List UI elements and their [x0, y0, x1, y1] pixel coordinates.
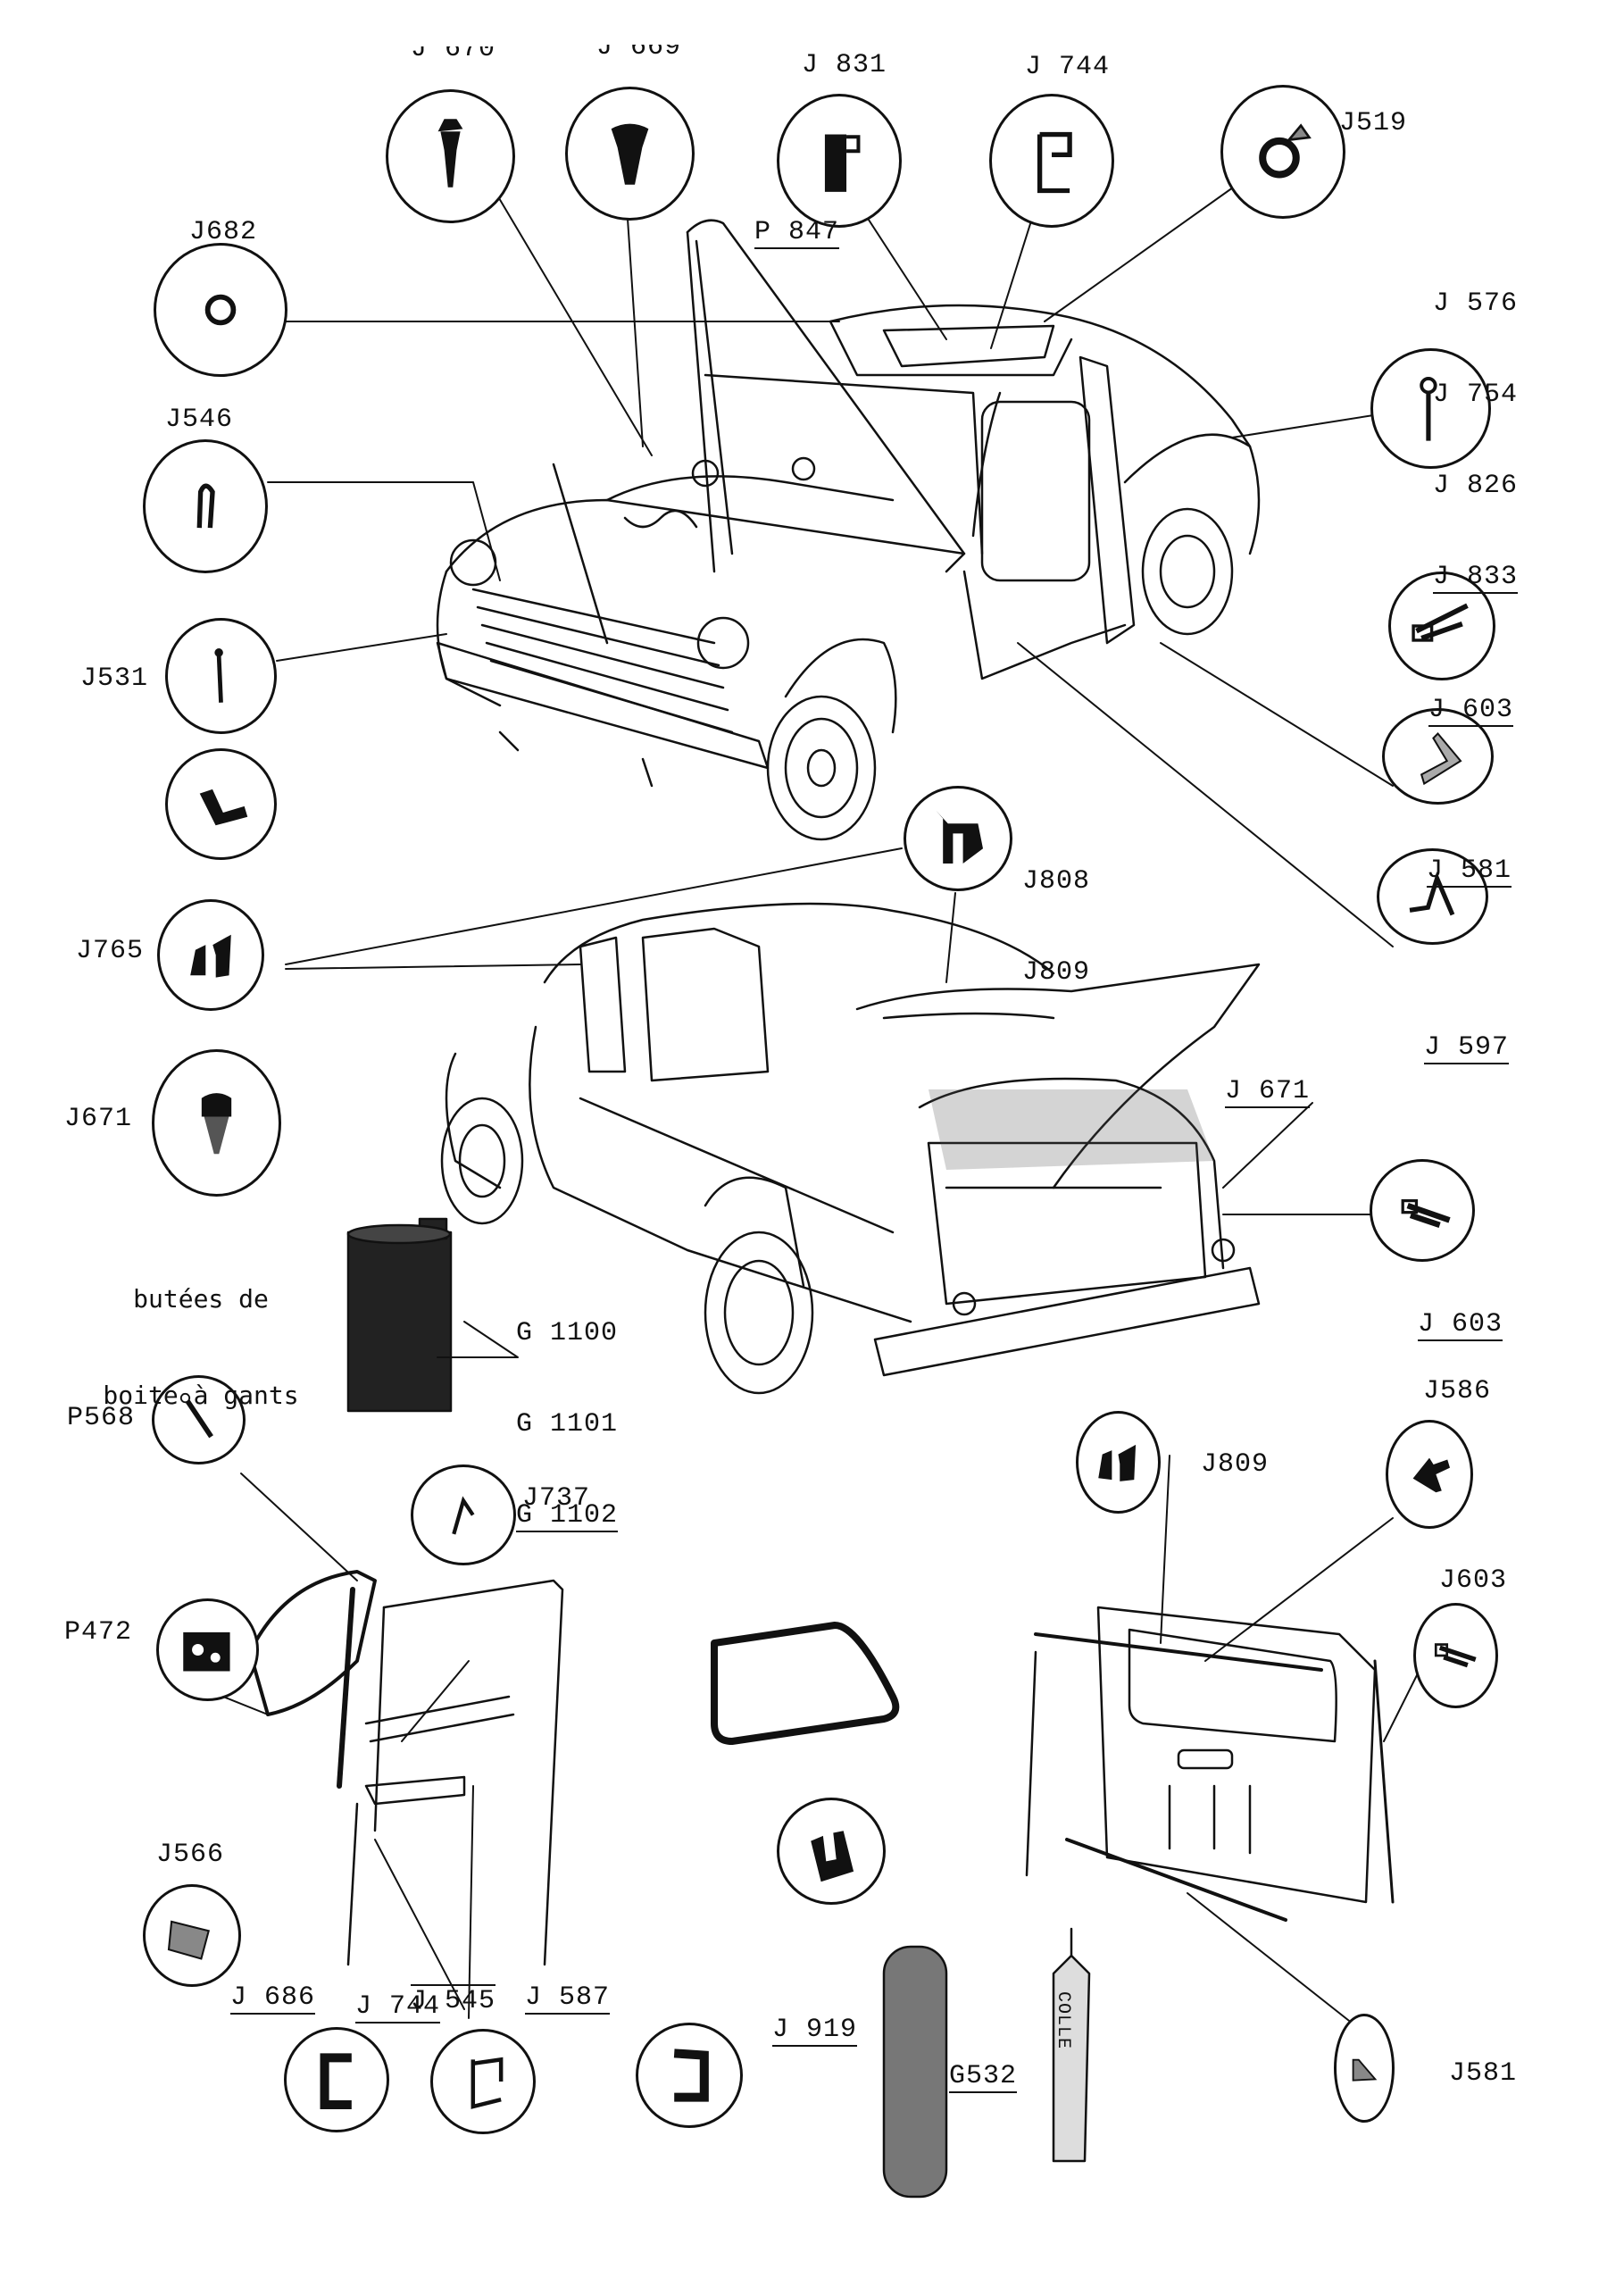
callout-j597[interactable] [1377, 848, 1488, 945]
label-j919: J 919 [772, 2015, 858, 2047]
glovebox-note-line1: butées de [133, 1284, 269, 1314]
label-j566: J566 [156, 1840, 225, 1870]
callout-p568[interactable] [152, 1375, 246, 1464]
label-j581-a: J 581 [1427, 855, 1512, 888]
callout-j587[interactable] [636, 2023, 743, 2128]
sponge-strip-illustration [882, 1945, 948, 2199]
callout-j519[interactable] [1220, 85, 1345, 219]
label-j531: J531 [80, 663, 149, 694]
rear-car-illustration [440, 902, 1261, 1395]
callout-j737[interactable] [411, 1464, 516, 1565]
callout-j686[interactable] [284, 2027, 389, 2132]
label-group-g1100-g1102: G 1100 G 1101 G 1102 [516, 1257, 619, 1563]
label-j737: J737 [522, 1483, 591, 1514]
glovebox-stops-note: butées de boite à gants [71, 1219, 330, 1444]
leader-lines [222, 160, 1429, 2028]
label-j826: J 826 [1433, 471, 1519, 501]
callout-j669[interactable] [565, 87, 695, 221]
label-g1100: G 1100 [516, 1318, 619, 1348]
label-j576: J 576 [1433, 288, 1519, 319]
label-j586: J586 [1423, 1376, 1492, 1406]
callout-j831[interactable] [777, 94, 902, 228]
label-g532: G532 [949, 2061, 1018, 2093]
label-group-j808-j809: J808 J809 [1022, 805, 1090, 1018]
label-j669: J 669 [596, 32, 682, 63]
callout-j603-b[interactable] [1370, 1159, 1475, 1262]
callout-j531[interactable] [165, 618, 277, 734]
callout-j670[interactable] [386, 89, 515, 223]
callout-j765[interactable] [157, 899, 264, 1011]
glovebox-note-line2: boite à gants [103, 1381, 299, 1410]
label-j833: J 833 [1433, 562, 1519, 594]
label-j686: J 686 [230, 1982, 316, 2015]
callout-j744-bottom[interactable] [430, 2029, 536, 2134]
label-j808: J808 [1022, 866, 1091, 897]
label-group-j576-j833: J 576 J 754 J 826 J 833 [1433, 228, 1519, 624]
label-j744-top: J 744 [1025, 52, 1111, 82]
label-j671: J671 [64, 1104, 133, 1134]
label-j545: J 545 [411, 1984, 496, 2016]
label-j765: J765 [76, 936, 145, 966]
quarter-window-seal-illustration [711, 1622, 900, 1745]
label-j597: J 597 [1424, 1032, 1510, 1064]
label-j603-a: J 603 [1428, 695, 1514, 727]
callout-j586[interactable] [1386, 1420, 1473, 1529]
label-j754: J 754 [1433, 380, 1519, 410]
callout-j581-rear[interactable] [1334, 2014, 1395, 2123]
label-j603-rear: J603 [1439, 1565, 1508, 1596]
label-j671-trunk: J 671 [1225, 1076, 1311, 1108]
label-j670: J 670 [411, 34, 496, 64]
callout-j671[interactable] [152, 1049, 281, 1197]
callout-j808-j809[interactable] [904, 786, 1012, 891]
label-j587: J 587 [525, 1982, 611, 2015]
fluid-can-illustration [346, 1217, 453, 1413]
callout-j682[interactable] [154, 243, 287, 377]
label-j809-rear: J809 [1201, 1449, 1270, 1480]
label-j831: J 831 [802, 50, 887, 80]
label-g1102: G 1102 [516, 1500, 619, 1532]
callout-j546[interactable] [143, 439, 268, 573]
rear-door-panel-illustration [1025, 1606, 1395, 1922]
callout-j809-rear[interactable] [1076, 1411, 1161, 1514]
callout-j744-top[interactable] [989, 94, 1114, 228]
door-frame-illustration [248, 1570, 564, 1966]
label-p568: P568 [67, 1403, 136, 1433]
label-g1101: G 1101 [516, 1409, 619, 1439]
callout-unlabeled-u-profile[interactable] [777, 1798, 886, 1905]
label-j603-b: J 603 [1418, 1309, 1503, 1341]
label-p847: P 847 [754, 217, 840, 249]
callout-j603-a[interactable] [1388, 572, 1495, 680]
label-j682: J682 [189, 217, 258, 247]
glue-tube-illustration [1052, 1927, 1091, 2163]
label-j744-bottom: J 744 [355, 1991, 441, 2023]
label-j581-rear: J581 [1449, 2058, 1518, 2089]
front-car-illustration [436, 219, 1261, 841]
glue-tube-text: COLLE [1053, 1991, 1073, 2050]
callout-p472[interactable] [156, 1598, 259, 1701]
callout-unlabeled-channel[interactable] [165, 748, 277, 860]
label-j546: J546 [165, 405, 234, 435]
callout-j566[interactable] [143, 1884, 241, 1987]
label-j809: J809 [1022, 957, 1091, 988]
label-p472: P472 [64, 1617, 133, 1648]
callout-j603-rear[interactable] [1413, 1603, 1498, 1708]
label-j519: J519 [1339, 108, 1408, 138]
callout-j581-a[interactable] [1382, 708, 1494, 805]
callout-j576-group[interactable] [1370, 348, 1491, 469]
